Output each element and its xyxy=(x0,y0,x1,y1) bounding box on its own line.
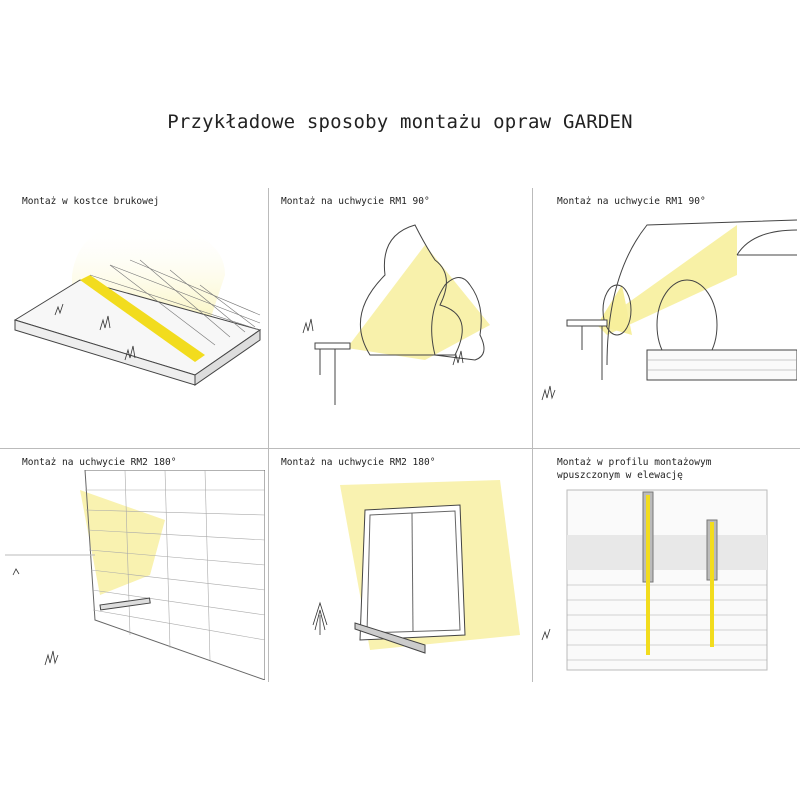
window-illustration xyxy=(312,480,520,654)
panel-label: Montaż w profilu montażowym wpuszczonym … xyxy=(557,457,712,481)
divider xyxy=(532,188,533,682)
panel-label: Montaż na uchwycie RM1 90° xyxy=(557,196,706,207)
divider xyxy=(268,188,269,682)
divider xyxy=(0,448,800,449)
panel-label: Montaż w kostce brukowej xyxy=(22,196,160,207)
paving-illustration xyxy=(13,223,262,386)
panel-label: Montaż na uchwycie RM2 180° xyxy=(22,457,177,468)
car-illustration xyxy=(541,219,797,401)
bush-illustration xyxy=(302,224,490,405)
facade-illustration xyxy=(541,489,768,671)
wall-illustration xyxy=(5,470,265,680)
panel-label: Montaż na uchwycie RM1 90° xyxy=(281,196,430,207)
panel-label: Montaż na uchwycie RM2 180° xyxy=(281,457,436,468)
page-title: Przykładowe sposoby montażu opraw GARDEN xyxy=(167,111,633,133)
